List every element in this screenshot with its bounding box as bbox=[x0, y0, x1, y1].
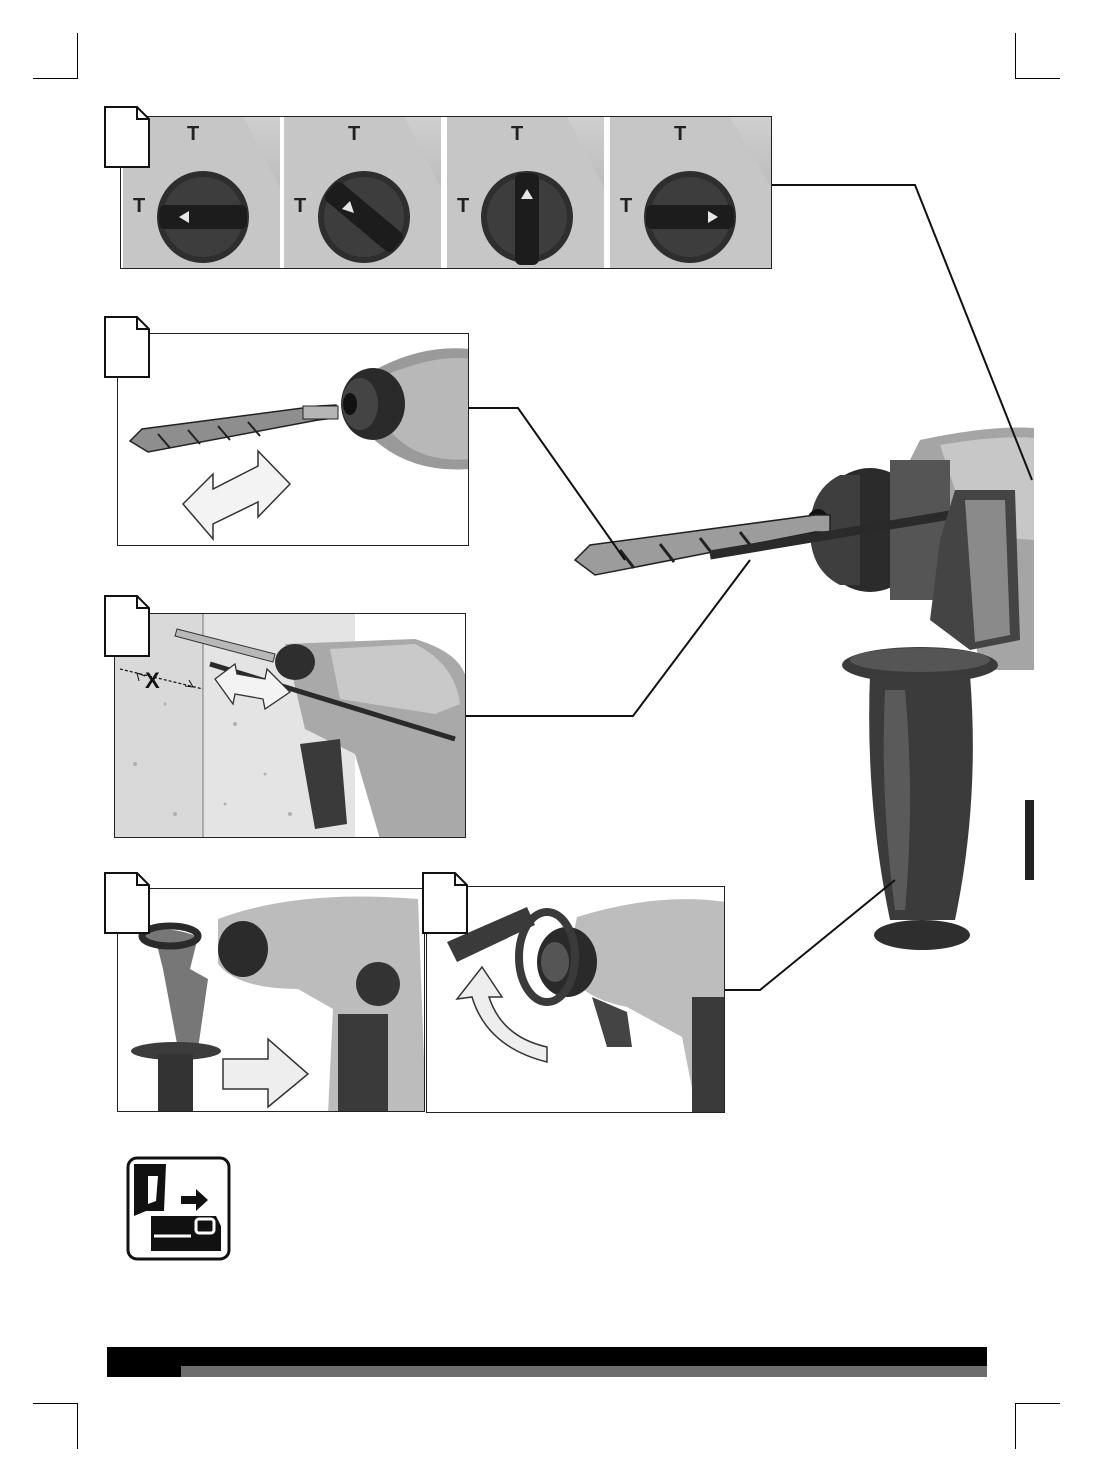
footer-bar bbox=[107, 1347, 987, 1366]
battery-removal-icon bbox=[126, 1156, 231, 1261]
page-number bbox=[107, 1347, 181, 1377]
footer-grey-bar bbox=[181, 1366, 987, 1377]
